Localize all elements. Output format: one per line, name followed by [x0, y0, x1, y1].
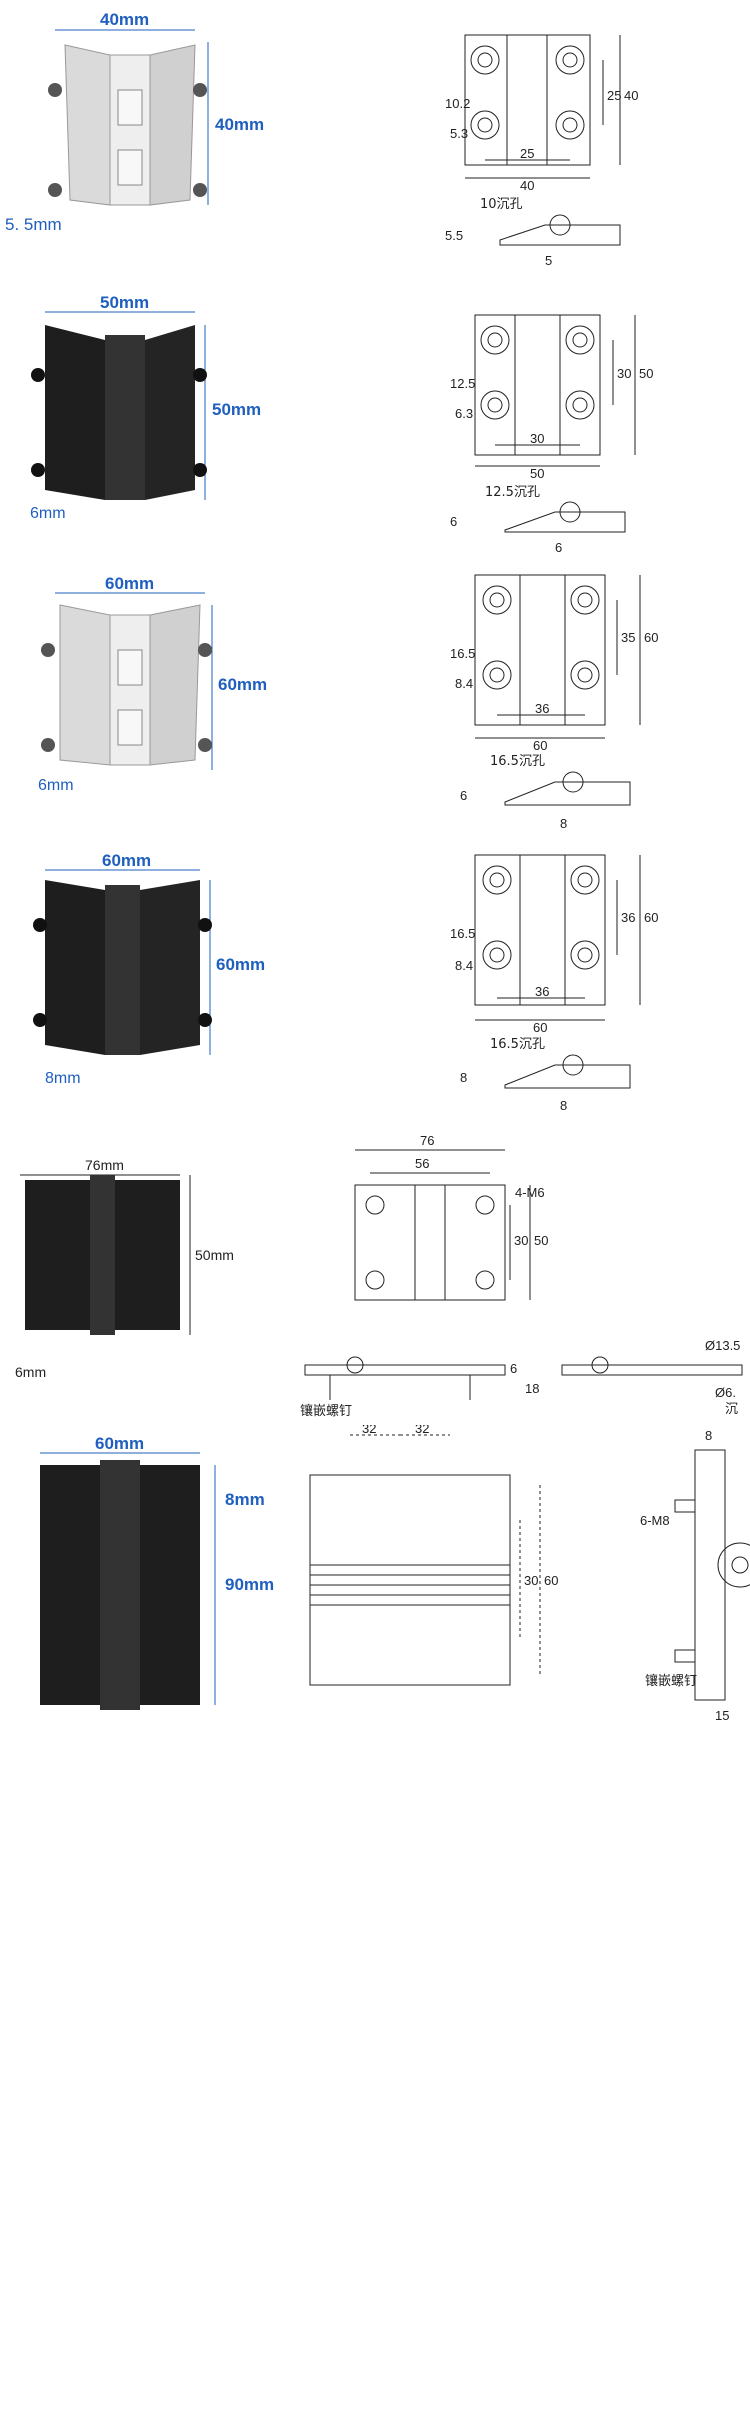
photo-height-label: 40mm: [215, 115, 264, 134]
side-bottom: 5: [545, 253, 552, 268]
dim-overall-width: 76: [420, 1133, 434, 1148]
side-counterbore: 12.5沉孔: [485, 485, 540, 500]
tech-drawing-2: 30 50 30 50 12.5 6.3 6 12.5沉孔 6: [450, 314, 653, 555]
dim-overall-height: 50: [534, 1233, 548, 1248]
side-counterbore: 10沉孔: [480, 197, 523, 212]
product-section-4: 60mm 60mm 8mm 36 60 36 60 16.5 8.4 8 16.…: [0, 830, 750, 1115]
photo-thickness-label: 6mm: [30, 505, 66, 522]
side-counterbore: 16.5沉孔: [490, 1037, 545, 1052]
dim-hole-span-h: 35: [621, 630, 635, 645]
dim-overall-height: 50: [639, 366, 653, 381]
dim-overall-width: 40: [520, 178, 534, 193]
dim-span-1: 32: [362, 1425, 376, 1436]
side-thickness: 8: [460, 1070, 467, 1085]
side-counterbore: 16.5沉孔: [490, 754, 545, 769]
photo-width-label: 60mm: [102, 851, 151, 870]
photo-width-label: 50mm: [100, 293, 149, 312]
side-t1: 6: [510, 1361, 517, 1376]
dim-hole-span-h: 30: [514, 1233, 528, 1248]
side-thickness: 6: [450, 514, 457, 529]
photo-width-label: 60mm: [95, 1434, 144, 1453]
photo-height-label: 60mm: [216, 955, 265, 974]
dim-overall-width: 60: [533, 1020, 547, 1035]
photo-height-label: 50mm: [195, 1247, 234, 1263]
dim-hole: 8.4: [455, 676, 473, 691]
side-bottom: 8: [560, 816, 567, 830]
tech-drawing-6: 32 32 30 60 8 6-M8 镶嵌螺钉 15: [309, 1425, 750, 1723]
side-stud-label: 镶嵌螺钉: [300, 1403, 352, 1419]
dim-overall-width: 60: [533, 738, 547, 753]
side-bottom: 8: [560, 1098, 567, 1113]
side-thread: 6-M8: [640, 1513, 670, 1528]
dim-overall-width: 50: [530, 466, 544, 481]
product-section-3: 60mm 60mm 6mm 36 60 35 60 16.5 8.4 6 16.…: [0, 560, 750, 830]
dim-counterbore: 16.5: [450, 926, 475, 941]
photo-width-label: 76mm: [85, 1157, 124, 1173]
tech-drawing-4: 36 60 36 60 16.5 8.4 8 16.5沉孔 8: [450, 854, 658, 1113]
dim-hole-span-w: 36: [535, 984, 549, 999]
hinge-photo-3: 60mm 60mm 6mm: [38, 574, 267, 794]
photo-thickness-label: 8mm: [225, 1490, 265, 1509]
side-thickness: 6: [460, 788, 467, 803]
product-section-2: 50mm 50mm 6mm 30 50 30 50 12.5 6.3 6 12.…: [0, 290, 750, 560]
photo-height-label: 60mm: [218, 675, 267, 694]
dim-counterbore: 10.2: [445, 96, 470, 111]
cb-diameter: Ø13.5: [705, 1338, 740, 1353]
dim-overall-height: 60: [644, 910, 658, 925]
dim-hole-span-h: 36: [621, 910, 635, 925]
photo-thickness-label: 5. 5mm: [5, 215, 62, 234]
dim-span-2: 32: [415, 1425, 429, 1436]
photo-thickness-label: 6mm: [15, 1364, 46, 1380]
side-bottom: 15: [715, 1708, 729, 1723]
dim-inner-height: 30: [524, 1573, 538, 1588]
side-top: 8: [705, 1428, 712, 1443]
dim-hole-span-w: 36: [535, 701, 549, 716]
dim-overall-height: 60: [644, 630, 658, 645]
photo-width-label: 60mm: [105, 574, 154, 593]
side-stud-label: 镶嵌螺钉: [645, 1673, 697, 1689]
dim-overall-height: 40: [624, 88, 638, 103]
photo-width-label: 40mm: [100, 10, 149, 29]
dim-counterbore: 16.5: [450, 646, 475, 661]
dim-hole-span-h: 25: [607, 88, 621, 103]
side-bottom: 6: [555, 540, 562, 555]
dim-outer-height: 60: [544, 1573, 558, 1588]
dim-hole-span-w: 25: [520, 146, 534, 161]
product-section-1: 40mm 40mm 5. 5mm 40 25 25 40 10.2 5.3 5.…: [0, 0, 750, 290]
tech-drawing-1: 40 25 25 40 10.2 5.3 5.5 10沉孔 5: [445, 34, 638, 268]
dim-hole: 5.3: [450, 126, 468, 141]
tech-drawing-5: 76 56 4-M6 30 50 镶嵌螺钉 6 18 Ø13.5 Ø6. 沉: [300, 1133, 743, 1419]
side-thickness: 5.5: [445, 228, 463, 243]
tech-drawing-3: 36 60 35 60 16.5 8.4 6 16.5沉孔 8: [450, 574, 658, 830]
photo-height-label: 50mm: [212, 400, 261, 419]
photo-thickness-label: 6mm: [38, 777, 74, 794]
product-section-6: 60mm 8mm 90mm 32 32 30 60 8 6-M8 镶嵌螺钉 15: [0, 1425, 750, 2411]
dim-hole-span-w: 56: [415, 1156, 429, 1171]
hinge-photo-6: 60mm 8mm 90mm: [40, 1434, 274, 1710]
cb-diameter-2: Ø6.: [715, 1385, 736, 1400]
dim-hole-span-h: 30: [617, 366, 631, 381]
dim-counterbore: 12.5: [450, 376, 475, 391]
hinge-photo-2: 50mm 50mm 6mm: [30, 293, 261, 522]
hinge-photo-5: 76mm 50mm 6mm: [15, 1157, 234, 1380]
hinge-photo-4: 60mm 60mm 8mm: [33, 851, 265, 1087]
cb-label: 沉: [725, 1402, 738, 1417]
side-t2: 18: [525, 1381, 539, 1396]
photo-height-label: 90mm: [225, 1575, 274, 1594]
dim-hole: 8.4: [455, 958, 473, 973]
product-section-5: 76mm 50mm 6mm 76 56 4-M6 30 50 镶嵌螺钉 6 18: [0, 1115, 750, 1425]
dim-hole-span-w: 30: [530, 431, 544, 446]
photo-thickness-label: 8mm: [45, 1070, 81, 1087]
hinge-photo-1: 40mm 40mm 5. 5mm: [5, 10, 264, 234]
dim-hole: 6.3: [455, 406, 473, 421]
